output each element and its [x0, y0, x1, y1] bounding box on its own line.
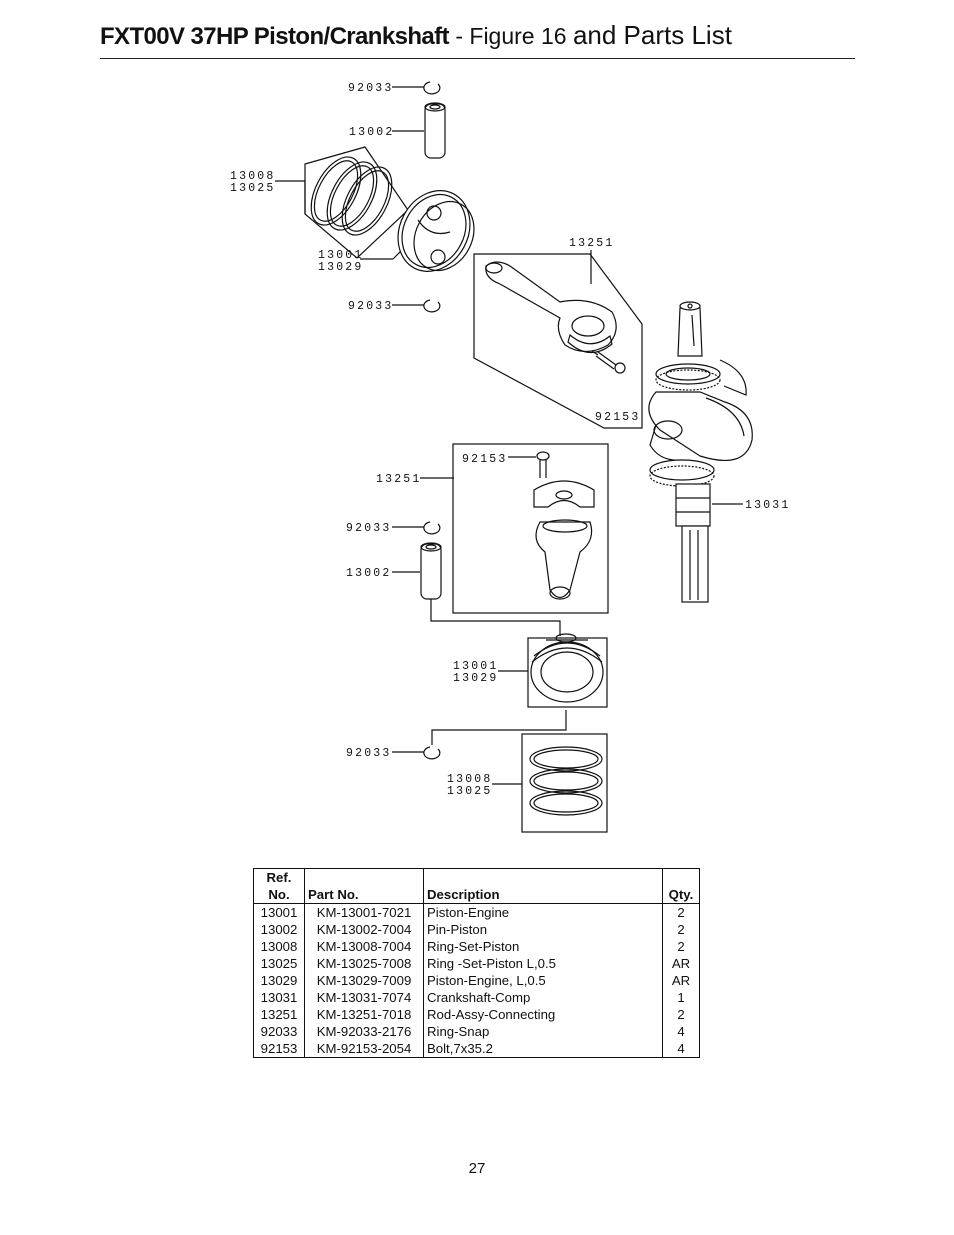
cell-ref-no: 13029 [253, 972, 305, 989]
label-bolt-lower: 92153 [462, 453, 508, 466]
label-rings-top-b: 13025 [230, 182, 276, 195]
snap-ring-lower [392, 521, 441, 535]
label-pin-top: 13002 [349, 126, 395, 139]
label-rod-top: 13251 [569, 237, 615, 250]
header-qty: Qty. [662, 868, 700, 904]
label-piston-top-b: 13029 [318, 261, 364, 274]
cell-ref-no: 92153 [253, 1040, 305, 1058]
cell-description: Crankshaft-Comp [423, 989, 663, 1006]
parts-list-table: Ref. No. Part No. Description Qty. 13001… [253, 868, 700, 1058]
exploded-parts-diagram: 92033 13002 13008 13025 13001 13029 9203… [230, 81, 791, 833]
cell-ref-no: 13001 [253, 903, 305, 921]
cell-description: Ring-Snap [423, 1023, 663, 1040]
cell-description: Pin-Piston [423, 921, 663, 938]
page-number: 27 [468, 1160, 486, 1177]
cell-qty: AR [662, 955, 700, 972]
cell-ref-no: 13251 [253, 1006, 305, 1023]
piston-pin-top [392, 102, 446, 159]
page-header: FXT00V 37HP Piston/Crankshaft - Figure 1… [100, 20, 855, 59]
snap-ring-mid [392, 299, 441, 313]
label-pin-lower: 13002 [346, 567, 392, 580]
cell-description: Bolt,7x35.2 [423, 1040, 663, 1058]
cell-ref-no: 13008 [253, 938, 305, 955]
label-piston-lower-b: 13029 [453, 672, 499, 685]
cell-description: Ring-Set-Piston [423, 938, 663, 955]
cell-part-no: KM-13029-7009 [304, 972, 424, 989]
cell-ref-no: 92033 [253, 1023, 305, 1040]
header-part-no: Part No. [304, 868, 424, 904]
header-ref-line2: No. [268, 887, 290, 902]
label-piston-top-a: 13001 [318, 249, 364, 262]
title-figure: - Figure 16 [448, 23, 573, 49]
table-header-row: Ref. No. Part No. Description Qty. [253, 868, 700, 904]
label-snap-ring-lower: 92033 [346, 522, 392, 535]
label-piston-lower-a: 13001 [453, 660, 499, 673]
label-bolt-top: 92153 [595, 411, 641, 424]
cell-description: Piston-Engine [423, 903, 663, 921]
cell-part-no: KM-13002-7004 [304, 921, 424, 938]
cell-part-no: KM-92033-2176 [304, 1023, 424, 1040]
cell-part-no: KM-92153-2054 [304, 1040, 424, 1058]
cell-qty: 2 [662, 903, 700, 921]
label-rings-top-a: 13008 [230, 170, 276, 183]
label-snap-ring-bottom: 92033 [346, 747, 392, 760]
label-rings-lower-a: 13008 [447, 773, 493, 786]
snap-ring-top [392, 81, 441, 95]
cell-part-no: KM-13025-7008 [304, 955, 424, 972]
piston-pin-lower [392, 542, 561, 636]
cell-qty: AR [662, 972, 700, 989]
cell-description: Rod-Assy-Connecting [423, 1006, 663, 1023]
cell-part-no: KM-13008-7004 [304, 938, 424, 955]
piston-top [360, 190, 475, 272]
page-title: FXT00V 37HP Piston/Crankshaft - Figure 1… [100, 20, 732, 51]
cell-description: Ring -Set-Piston L,0.5 [423, 955, 663, 972]
connecting-rod-top [473, 250, 643, 429]
cell-description: Piston-Engine, L,0.5 [423, 972, 663, 989]
piston-rings-lower [492, 733, 608, 833]
cell-ref-no: 13031 [253, 989, 305, 1006]
cell-part-no: KM-13031-7074 [304, 989, 424, 1006]
snap-ring-bottom [392, 710, 567, 760]
cell-qty: 1 [662, 989, 700, 1006]
cell-part-no: KM-13251-7018 [304, 1006, 424, 1023]
cell-qty: 4 [662, 1023, 700, 1040]
label-rings-lower-b: 13025 [447, 785, 493, 798]
label-crankshaft: 13031 [745, 499, 791, 512]
cell-ref-no: 13002 [253, 921, 305, 938]
label-snap-ring-top: 92033 [348, 82, 394, 95]
connecting-rod-lower [420, 443, 609, 614]
header-description: Description [423, 868, 663, 904]
header-ref-no: Ref. No. [253, 868, 305, 904]
cell-qty: 4 [662, 1040, 700, 1058]
piston-lower [498, 633, 608, 708]
piston-rings-top [275, 146, 409, 259]
title-model: FXT00V 37HP Piston/Crankshaft [100, 23, 450, 50]
title-parts-list: and Parts List [572, 20, 732, 50]
label-snap-ring-mid: 92033 [348, 300, 394, 313]
crankshaft [648, 301, 753, 603]
label-rod-lower: 13251 [376, 473, 422, 486]
cell-qty: 2 [662, 921, 700, 938]
cell-ref-no: 13025 [253, 955, 305, 972]
cell-qty: 2 [662, 1006, 700, 1023]
header-ref-line1: Ref. [266, 870, 292, 885]
cell-part-no: KM-13001-7021 [304, 903, 424, 921]
cell-qty: 2 [662, 938, 700, 955]
